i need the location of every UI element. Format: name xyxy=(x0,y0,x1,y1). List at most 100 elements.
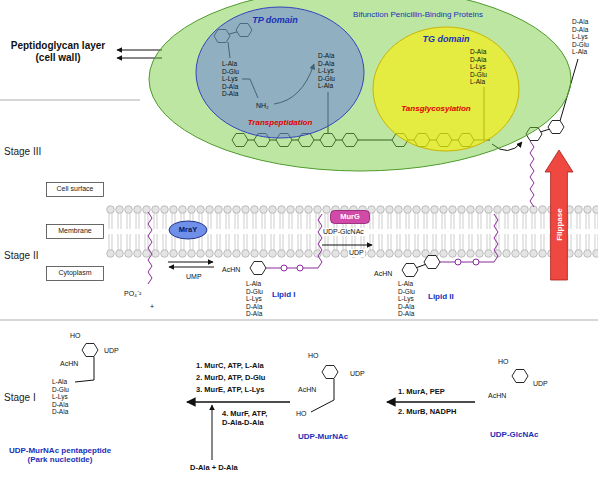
peptide-stack: L-Ala D-Glu L-Lys D-Ala D-Ala xyxy=(246,280,266,318)
chem-label: AcHN xyxy=(298,386,316,394)
arrow-shape xyxy=(545,150,573,280)
node-label: Membrane xyxy=(58,227,91,235)
protein-ellipse: Bifunction Penicillin-Binding ProteinsTP… xyxy=(148,0,572,172)
label-slot: AcHN xyxy=(60,360,78,368)
chem-label: NH₂ xyxy=(256,102,269,110)
sugar-ring xyxy=(512,370,528,383)
node-label: Transpeptidation xyxy=(248,118,313,127)
enzyme-ellipse: MraY xyxy=(168,220,208,240)
ellipse-shape xyxy=(169,221,207,239)
peptide-stack: L-Ala D-Glu L-Lys D-Ala D-Ala xyxy=(398,280,418,318)
lipid-chain xyxy=(318,214,322,268)
label-slot: HO xyxy=(70,332,81,340)
label-slot: PO₄⁻² xyxy=(124,290,141,298)
label-slot: Stage I xyxy=(4,392,36,404)
label-slot: D-Ala D-Ala L-Lys D-Glu L-Ala xyxy=(470,48,490,86)
label-slot: UDP-GlcNAc xyxy=(322,228,365,236)
sugar-ring xyxy=(548,121,564,134)
text-slot: TG domain xyxy=(423,34,470,44)
enzyme-step: 3. MurE, ATP, L-Lys xyxy=(196,386,264,395)
label-slot: Stage III xyxy=(4,146,41,158)
text-slot: Cytoplasm xyxy=(58,269,91,277)
chem-label: AcHN xyxy=(222,266,240,274)
label-slot: UDP xyxy=(104,347,119,355)
label-slot: UDP-MurNAc xyxy=(298,432,348,441)
sugar-ring xyxy=(250,262,266,275)
box-shape xyxy=(47,267,104,281)
molecule-name: Lipid II xyxy=(428,292,454,301)
label-slot: UDP xyxy=(350,370,365,378)
enzyme-box: MurG xyxy=(330,210,370,224)
peptide-stack: D-Ala D-Ala L-Lys D-Glu L-Ala xyxy=(470,48,490,86)
label-slot: L-Ala D-Glu L-Lys D-Ala D-Ala xyxy=(222,60,242,98)
text-slot: MurG xyxy=(340,213,360,222)
chem-label: HO xyxy=(308,352,319,360)
stage-separator xyxy=(0,320,598,321)
chem-label: AcHN xyxy=(60,360,78,368)
ellipse-shape xyxy=(373,27,519,151)
enzyme-step: 2. MurB, NADPH xyxy=(398,408,456,417)
sugar-ring xyxy=(82,344,98,357)
stage-label: Stage III xyxy=(4,146,41,158)
stage-box: Cell surface xyxy=(46,182,104,197)
chem-label: UDP xyxy=(104,347,119,355)
label-slot: AcHN xyxy=(374,270,392,278)
label-slot: D-Ala + D-Ala xyxy=(190,464,238,473)
label-slot: 2. MurD, ATP, D-Glu xyxy=(196,374,265,383)
lipid-chain xyxy=(494,214,498,262)
reaction-arrows xyxy=(212,405,213,460)
node-label: Cell surface xyxy=(57,185,94,193)
label-slot: 2. MurB, NADPH xyxy=(398,408,456,417)
lipid-chain xyxy=(297,265,303,271)
caption-text: Peptidoglycan layer (cell wall) xyxy=(4,40,112,63)
label-slot: UDP xyxy=(348,249,365,257)
label-slot: HO xyxy=(498,358,509,366)
stage-label: Stage I xyxy=(4,392,36,404)
stage-separator xyxy=(0,100,140,101)
enzyme-step: 1. MurA, PEP xyxy=(398,388,445,397)
text-slot: TP domain xyxy=(252,15,298,25)
label-slot: UDP-GlcNAc xyxy=(490,430,538,439)
node-label: Tansglycosylation xyxy=(401,104,471,113)
reaction-arrows xyxy=(168,262,213,263)
box-shape xyxy=(47,225,104,239)
sugar-ring xyxy=(424,256,440,269)
reaction-arrows xyxy=(187,401,290,403)
lipid-bilayer xyxy=(106,205,598,258)
enzyme-step: D-Ala + D-Ala xyxy=(190,464,238,473)
ellipse-shape xyxy=(149,0,571,171)
box-shape xyxy=(47,183,104,197)
text-slot: Transpeptidation xyxy=(248,118,313,127)
stage-label: Stage II xyxy=(4,250,38,262)
node-label: Cytoplasm xyxy=(58,269,91,277)
label-slot: HO xyxy=(296,410,307,418)
text-slot: Cell surface xyxy=(57,185,94,193)
box-shape xyxy=(331,211,370,224)
label-slot: Peptidoglycan layer (cell wall) xyxy=(4,40,112,63)
text-slot: Membrane xyxy=(58,227,91,235)
ellipse-shape xyxy=(196,7,364,138)
node-label: MurG xyxy=(340,213,360,222)
label-slot: 1. MurA, PEP xyxy=(398,388,445,397)
stage-box: Membrane xyxy=(46,224,104,239)
lipid-chain xyxy=(440,262,494,263)
label-slot: Stage II xyxy=(4,250,38,262)
label-slot: D-Ala D-Ala L-Lys D-Glu L-Ala xyxy=(572,18,592,56)
label-slot: L-Ala D-Glu L-Lys D-Ala D-Ala xyxy=(52,378,72,416)
lipid-chain xyxy=(473,259,479,265)
chem-label: PO₄⁻² xyxy=(124,290,141,298)
lipid-chain xyxy=(148,212,152,284)
text-slot: Tansglycosylation xyxy=(401,104,471,113)
label-slot: NH₂ xyxy=(256,102,269,110)
chem-label: AcHN xyxy=(488,392,506,400)
label-slot: AcHN xyxy=(488,392,506,400)
label-slot: Lipid II xyxy=(428,292,454,301)
label-slot: 4. MurF, ATP, D-Ala-D-Ala xyxy=(222,410,276,427)
lipid-chain xyxy=(281,265,287,271)
label-slot: L-Ala D-Glu L-Lys D-Ala D-Ala xyxy=(246,280,266,318)
stage-box: Cytoplasm xyxy=(46,266,104,281)
reaction-arrows xyxy=(311,379,334,412)
enzyme-step: 4. MurF, ATP, D-Ala-D-Ala xyxy=(222,410,276,427)
chem-label: HO xyxy=(70,332,81,340)
